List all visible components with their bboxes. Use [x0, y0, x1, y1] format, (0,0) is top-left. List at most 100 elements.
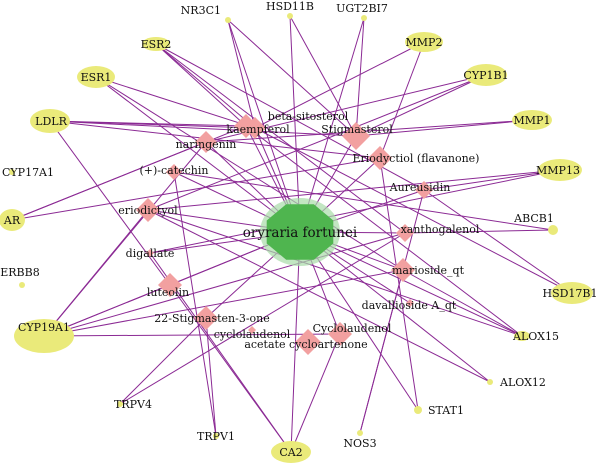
- edge-LDLR-eriodyctiol: [49, 120, 381, 159]
- compound-label-stigmasten: 22-Stigmasten-3-one: [154, 312, 270, 325]
- target-label-erbb8: ERBB8: [0, 266, 39, 279]
- target-node-esr1[interactable]: [77, 66, 115, 88]
- edge-LDLR-kaempferol: [49, 120, 256, 129]
- compound-label-marioside: marioside_qt: [392, 264, 465, 277]
- edge-UGT2BI7-stigmasterol: [355, 17, 365, 137]
- target-label-alox15: ALOX15: [512, 330, 559, 343]
- edge-ESR2-beta_sitosterol: [155, 43, 247, 127]
- compound-node-digallate[interactable]: [146, 249, 154, 257]
- compound-node-stigmasten[interactable]: [194, 306, 218, 330]
- compound-node-davallioside[interactable]: [406, 299, 414, 307]
- target-node-esr2[interactable]: [142, 37, 170, 51]
- target-node-mmp2[interactable]: [405, 32, 443, 52]
- target-node-mmp13[interactable]: [538, 159, 582, 181]
- compound-label-eriodictyol: eriodictyol: [118, 204, 178, 217]
- node-layer: [0, 13, 593, 463]
- edge-HSD17B1-kaempferol: [254, 127, 573, 294]
- compound-node-eriodictyol[interactable]: [136, 198, 160, 222]
- target-label-ar: AR: [3, 214, 21, 227]
- target-label-nos3: NOS3: [343, 437, 376, 450]
- edge-ABCB1-catechin: [173, 171, 554, 231]
- edge-MMP2-eriodyctiol: [379, 41, 425, 159]
- target-node-ca2[interactable]: [271, 441, 311, 463]
- compound-label-xanthogalenol: xanthogalenol: [401, 223, 480, 236]
- target-label-stat1: STAT1: [428, 404, 464, 417]
- target-node-ar[interactable]: [0, 209, 25, 231]
- compound-node-kaempferol[interactable]: [244, 117, 266, 139]
- edge-ESR1-marioside: [95, 76, 404, 271]
- edge-HSD17B1-aureusidin: [423, 189, 573, 294]
- edge-MMP13-eriodictyol: [147, 169, 561, 211]
- target-node-alox15[interactable]: [514, 331, 530, 341]
- target-label-alox12: ALOX12: [499, 376, 546, 389]
- hub-label: oryraria fortunei: [243, 225, 358, 241]
- compound-node-luteolin[interactable]: [158, 273, 182, 297]
- edge-ALOX12-eriodictyol: [147, 209, 491, 383]
- edge-NOS3-aureusidin: [359, 189, 425, 434]
- target-node-ldlr[interactable]: [30, 109, 70, 133]
- target-label-hsd11b: HSD11B: [266, 0, 314, 13]
- compound-node-cycloartenone[interactable]: [295, 329, 321, 355]
- edge-ALOX15-eriodictyol: [147, 209, 523, 337]
- edge-TRPV1-catechin: [173, 171, 217, 437]
- target-label-cyp19a1: CYP19A1: [18, 321, 70, 334]
- edge-AR-eriodyctiol: [11, 157, 381, 221]
- compound-node-catechin[interactable]: [166, 164, 182, 180]
- compound-node-stigmasterol[interactable]: [342, 122, 370, 150]
- compound-node-aureusidin[interactable]: [415, 181, 433, 199]
- target-node-nr3c1[interactable]: [225, 17, 231, 23]
- target-node-cyp19a1[interactable]: [14, 319, 74, 353]
- edge-MMP13-aureusidin: [423, 169, 561, 191]
- compound-node-eriodyctiol[interactable]: [368, 146, 392, 170]
- target-node-alox12[interactable]: [487, 379, 493, 385]
- target-node-cyp1b1[interactable]: [465, 64, 507, 86]
- edge-NR3C1-kaempferol: [227, 19, 256, 129]
- compound-label-naringenin: naringenin: [176, 138, 237, 151]
- target-label-ldlr: LDLR: [35, 115, 67, 128]
- target-node-mmp1[interactable]: [512, 110, 552, 130]
- target-node-nos3[interactable]: [357, 430, 363, 436]
- target-node-erbb8[interactable]: [19, 282, 25, 288]
- compound-label-catechin: (+)-catechin: [139, 164, 208, 177]
- target-node-trpv1[interactable]: [213, 433, 219, 439]
- target-label-mmp1: MMP1: [514, 114, 551, 127]
- compound-label-cyclolaudenol: Cyclolaudenol: [313, 322, 392, 335]
- edge-UGT2BI7-hub: [299, 17, 365, 233]
- edge-CYP19A1-eriodictyol: [43, 209, 149, 337]
- target-node-stat1[interactable]: [414, 406, 422, 414]
- target-label-ca2: CA2: [279, 446, 302, 459]
- edge-MMP1-stigmasterol: [355, 119, 533, 137]
- edge-HSD11B-hub: [289, 15, 301, 233]
- edge-MMP13-digallate: [149, 169, 561, 254]
- target-label-trpv1: TRPV1: [197, 430, 235, 443]
- target-label-trpv4: TRPV4: [114, 398, 152, 411]
- edge-ALOX15-beta_sitosterol: [245, 125, 523, 337]
- target-node-trpv4[interactable]: [117, 401, 123, 407]
- compound-node-xanthogalenol[interactable]: [396, 224, 414, 242]
- target-node-hsd17b1[interactable]: [551, 282, 593, 304]
- compound-label-luteolin: luteolin: [147, 286, 189, 299]
- compound-label-stigmasterol: Stigmasterol: [321, 123, 393, 136]
- target-node-hsd11b[interactable]: [287, 13, 293, 19]
- edge-ABCB1-xanthogalenol: [404, 229, 554, 234]
- edge-ALOX15-marioside: [402, 269, 523, 337]
- compound-node-marioside[interactable]: [391, 258, 415, 282]
- target-node-ugt2bi7[interactable]: [361, 15, 367, 21]
- compound-label-eriodyctiol: Eriodyctiol (flavanone): [353, 152, 480, 165]
- target-label-mmp13: MMP13: [536, 164, 580, 177]
- compound-label-davallioside: davallioside A_qt: [362, 299, 457, 312]
- edge-CYP19A1-marioside: [43, 269, 404, 337]
- edge-CYP19A1-xanthogalenol: [43, 232, 406, 337]
- compound-node-cyclolaudenol[interactable]: [328, 322, 352, 346]
- hub-node[interactable]: [266, 204, 334, 260]
- target-node-cyp17a1[interactable]: [9, 169, 15, 175]
- compound-node-cyclolaudenol-ac[interactable]: [248, 326, 256, 334]
- compound-node-naringenin[interactable]: [195, 131, 217, 153]
- target-node-abcb1[interactable]: [548, 225, 558, 235]
- target-label-esr1: ESR1: [81, 71, 112, 84]
- edge-ALOX15-hub: [299, 231, 523, 337]
- edge-CYP1B1-stigmasterol: [355, 74, 487, 137]
- edge-CA2-luteolin: [169, 284, 292, 453]
